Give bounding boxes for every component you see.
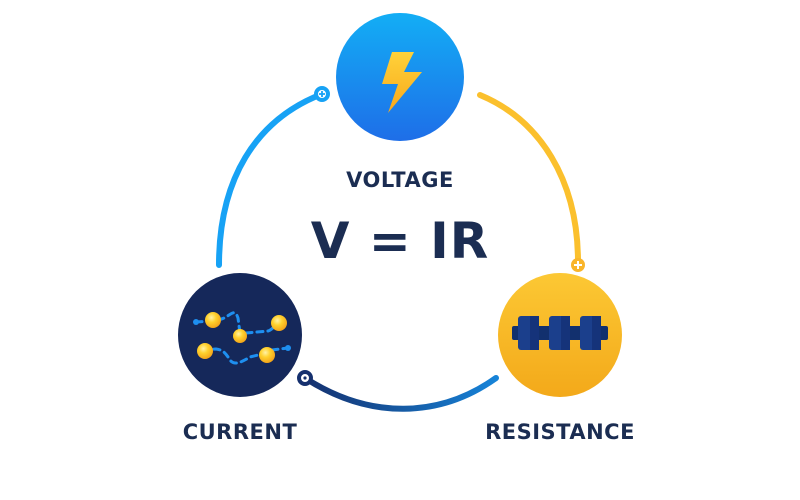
current-label: CURRENT (182, 420, 298, 444)
arc-resistance-to-current (297, 370, 499, 412)
resistance-label: RESISTANCE (485, 420, 635, 444)
node-resistance (498, 273, 622, 397)
electron-flow-icon (193, 311, 291, 365)
resistor-icon (512, 316, 608, 350)
node-voltage (336, 13, 464, 141)
arc-current-to-voltage (216, 86, 330, 268)
node-current (178, 273, 302, 397)
lightning-bolt-icon (382, 52, 422, 113)
voltage-label: VOLTAGE (346, 168, 454, 192)
arc-voltage-to-resistance (477, 92, 585, 272)
ohms-law-formula: V = IR (310, 212, 490, 270)
